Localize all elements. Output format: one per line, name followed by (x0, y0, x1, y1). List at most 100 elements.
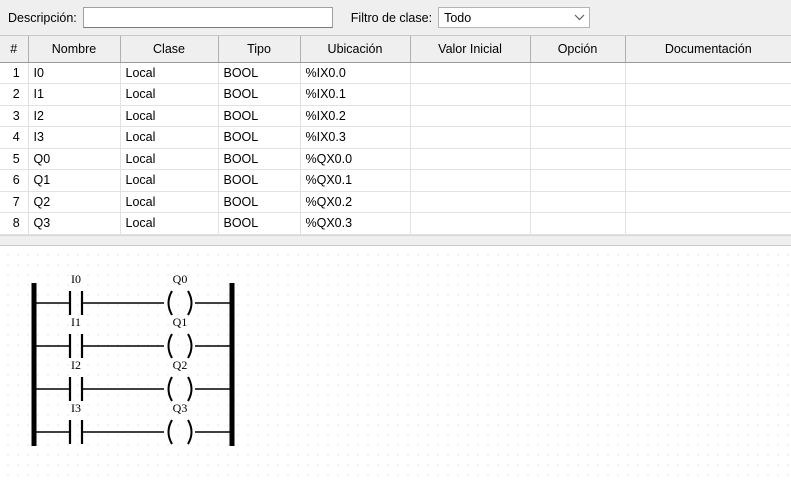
cell-opcion[interactable] (530, 148, 626, 170)
variables-table-container[interactable]: # Nombre Clase Tipo Ubicación Valor Inic… (0, 36, 791, 246)
coil-Q0[interactable] (167, 290, 193, 316)
description-input[interactable] (82, 7, 333, 28)
table-row[interactable]: 1 I0 Local BOOL %IX0.0 (0, 62, 791, 84)
cell-clase[interactable]: Local (120, 148, 219, 170)
table-row[interactable]: 7 Q2 Local BOOL %QX0.2 (0, 191, 791, 213)
toolbar: Descripción: Filtro de clase: Todo (0, 0, 791, 36)
coil-label: Q3 (173, 401, 188, 415)
cell-nombre[interactable]: Q1 (28, 169, 121, 192)
cell-opcion[interactable] (530, 126, 626, 149)
cell-clase[interactable]: Local (120, 62, 219, 84)
cell-documentacion[interactable] (625, 62, 791, 84)
column-header-opcion[interactable]: Opción (530, 36, 626, 63)
cell-nombre[interactable]: I0 (28, 62, 121, 84)
cell-opcion[interactable] (530, 191, 626, 213)
cell-ubicacion[interactable]: %QX0.2 (300, 191, 411, 213)
table-row[interactable]: 8 Q3 Local BOOL %QX0.3 (0, 212, 791, 235)
column-header-documentacion[interactable]: Documentación (625, 36, 791, 63)
column-header-clase[interactable]: Clase (120, 36, 219, 63)
cell-clase[interactable]: Local (120, 169, 219, 192)
cell-nombre[interactable]: I3 (28, 126, 121, 149)
cell-ubicacion[interactable]: %QX0.3 (300, 212, 411, 235)
cell-ubicacion[interactable]: %QX0.1 (300, 169, 411, 192)
chevron-down-icon (569, 14, 589, 21)
cell-tipo[interactable]: BOOL (218, 105, 301, 127)
cell-valor-inicial[interactable] (410, 191, 531, 213)
cell-tipo[interactable]: BOOL (218, 148, 301, 170)
cell-opcion[interactable] (530, 212, 626, 235)
cell-tipo[interactable]: BOOL (218, 62, 301, 84)
cell-nombre[interactable]: I2 (28, 105, 121, 127)
cell-nombre[interactable]: Q2 (28, 191, 121, 213)
table-row[interactable]: 5 Q0 Local BOOL %QX0.0 (0, 148, 791, 170)
coil-Q2[interactable] (167, 376, 193, 402)
cell-documentacion[interactable] (625, 126, 791, 149)
cell-opcion[interactable] (530, 105, 626, 127)
table-row[interactable]: 3 I2 Local BOOL %IX0.2 (0, 105, 791, 127)
cell-tipo[interactable]: BOOL (218, 169, 301, 192)
ladder-diagram-canvas[interactable]: I0 Q0 I1 (0, 246, 791, 481)
cell-valor-inicial[interactable] (410, 148, 531, 170)
ladder-rung[interactable]: I0 Q0 (34, 272, 232, 316)
ladder-rung[interactable]: I2 Q2 (34, 358, 232, 402)
table-row[interactable]: 6 Q1 Local BOOL %QX0.1 (0, 169, 791, 192)
contact-no-I3[interactable] (68, 420, 84, 444)
variables-table: # Nombre Clase Tipo Ubicación Valor Inic… (0, 36, 791, 235)
column-header-valor-inicial[interactable]: Valor Inicial (410, 36, 531, 63)
contact-no-I0[interactable] (68, 291, 84, 315)
ladder-rung[interactable]: I3 Q3 (34, 401, 232, 445)
column-header-index[interactable]: # (0, 36, 29, 63)
ladder-diagram-svg: I0 Q0 I1 (31, 272, 235, 446)
cell-ubicacion[interactable]: %IX0.2 (300, 105, 411, 127)
cell-tipo[interactable]: BOOL (218, 126, 301, 149)
contact-label: I1 (71, 315, 81, 329)
cell-valor-inicial[interactable] (410, 105, 531, 127)
cell-valor-inicial[interactable] (410, 62, 531, 84)
cell-valor-inicial[interactable] (410, 126, 531, 149)
class-filter-label: Filtro de clase: (350, 10, 433, 25)
cell-opcion[interactable] (530, 62, 626, 84)
cell-nombre[interactable]: Q0 (28, 148, 121, 170)
contact-label: I0 (71, 272, 81, 286)
table-row[interactable]: 4 I3 Local BOOL %IX0.3 (0, 126, 791, 149)
cell-opcion[interactable] (530, 83, 626, 106)
cell-valor-inicial[interactable] (410, 169, 531, 192)
cell-clase[interactable]: Local (120, 126, 219, 149)
cell-opcion[interactable] (530, 169, 626, 192)
cell-index: 4 (0, 126, 29, 149)
cell-tipo[interactable]: BOOL (218, 83, 301, 106)
cell-documentacion[interactable] (625, 148, 791, 170)
cell-ubicacion[interactable]: %IX0.1 (300, 83, 411, 106)
cell-tipo[interactable]: BOOL (218, 191, 301, 213)
cell-valor-inicial[interactable] (410, 83, 531, 106)
cell-documentacion[interactable] (625, 83, 791, 106)
coil-Q3[interactable] (167, 419, 193, 445)
coil-label: Q1 (173, 315, 188, 329)
cell-valor-inicial[interactable] (410, 212, 531, 235)
cell-ubicacion[interactable]: %IX0.3 (300, 126, 411, 149)
cell-documentacion[interactable] (625, 169, 791, 192)
coil-Q1[interactable] (167, 333, 193, 359)
contact-no-I1[interactable] (68, 334, 84, 358)
cell-nombre[interactable]: I1 (28, 83, 121, 106)
cell-documentacion[interactable] (625, 212, 791, 235)
cell-clase[interactable]: Local (120, 83, 219, 106)
cell-documentacion[interactable] (625, 105, 791, 127)
cell-index: 5 (0, 148, 29, 170)
contact-no-I2[interactable] (68, 377, 84, 401)
cell-clase[interactable]: Local (120, 191, 219, 213)
ladder-rung[interactable]: I1 Q1 (34, 315, 232, 359)
cell-ubicacion[interactable]: %QX0.0 (300, 148, 411, 170)
cell-documentacion[interactable] (625, 191, 791, 213)
column-header-ubicacion[interactable]: Ubicación (300, 36, 411, 63)
cell-nombre[interactable]: Q3 (28, 212, 121, 235)
cell-clase[interactable]: Local (120, 105, 219, 127)
cell-clase[interactable]: Local (120, 212, 219, 235)
class-filter-select[interactable]: Todo (438, 7, 591, 28)
column-header-tipo[interactable]: Tipo (218, 36, 301, 63)
cell-tipo[interactable]: BOOL (218, 212, 301, 235)
cell-ubicacion[interactable]: %IX0.0 (300, 62, 411, 84)
coil-label: Q0 (173, 272, 188, 286)
table-row[interactable]: 2 I1 Local BOOL %IX0.1 (0, 83, 791, 106)
column-header-nombre[interactable]: Nombre (28, 36, 121, 63)
